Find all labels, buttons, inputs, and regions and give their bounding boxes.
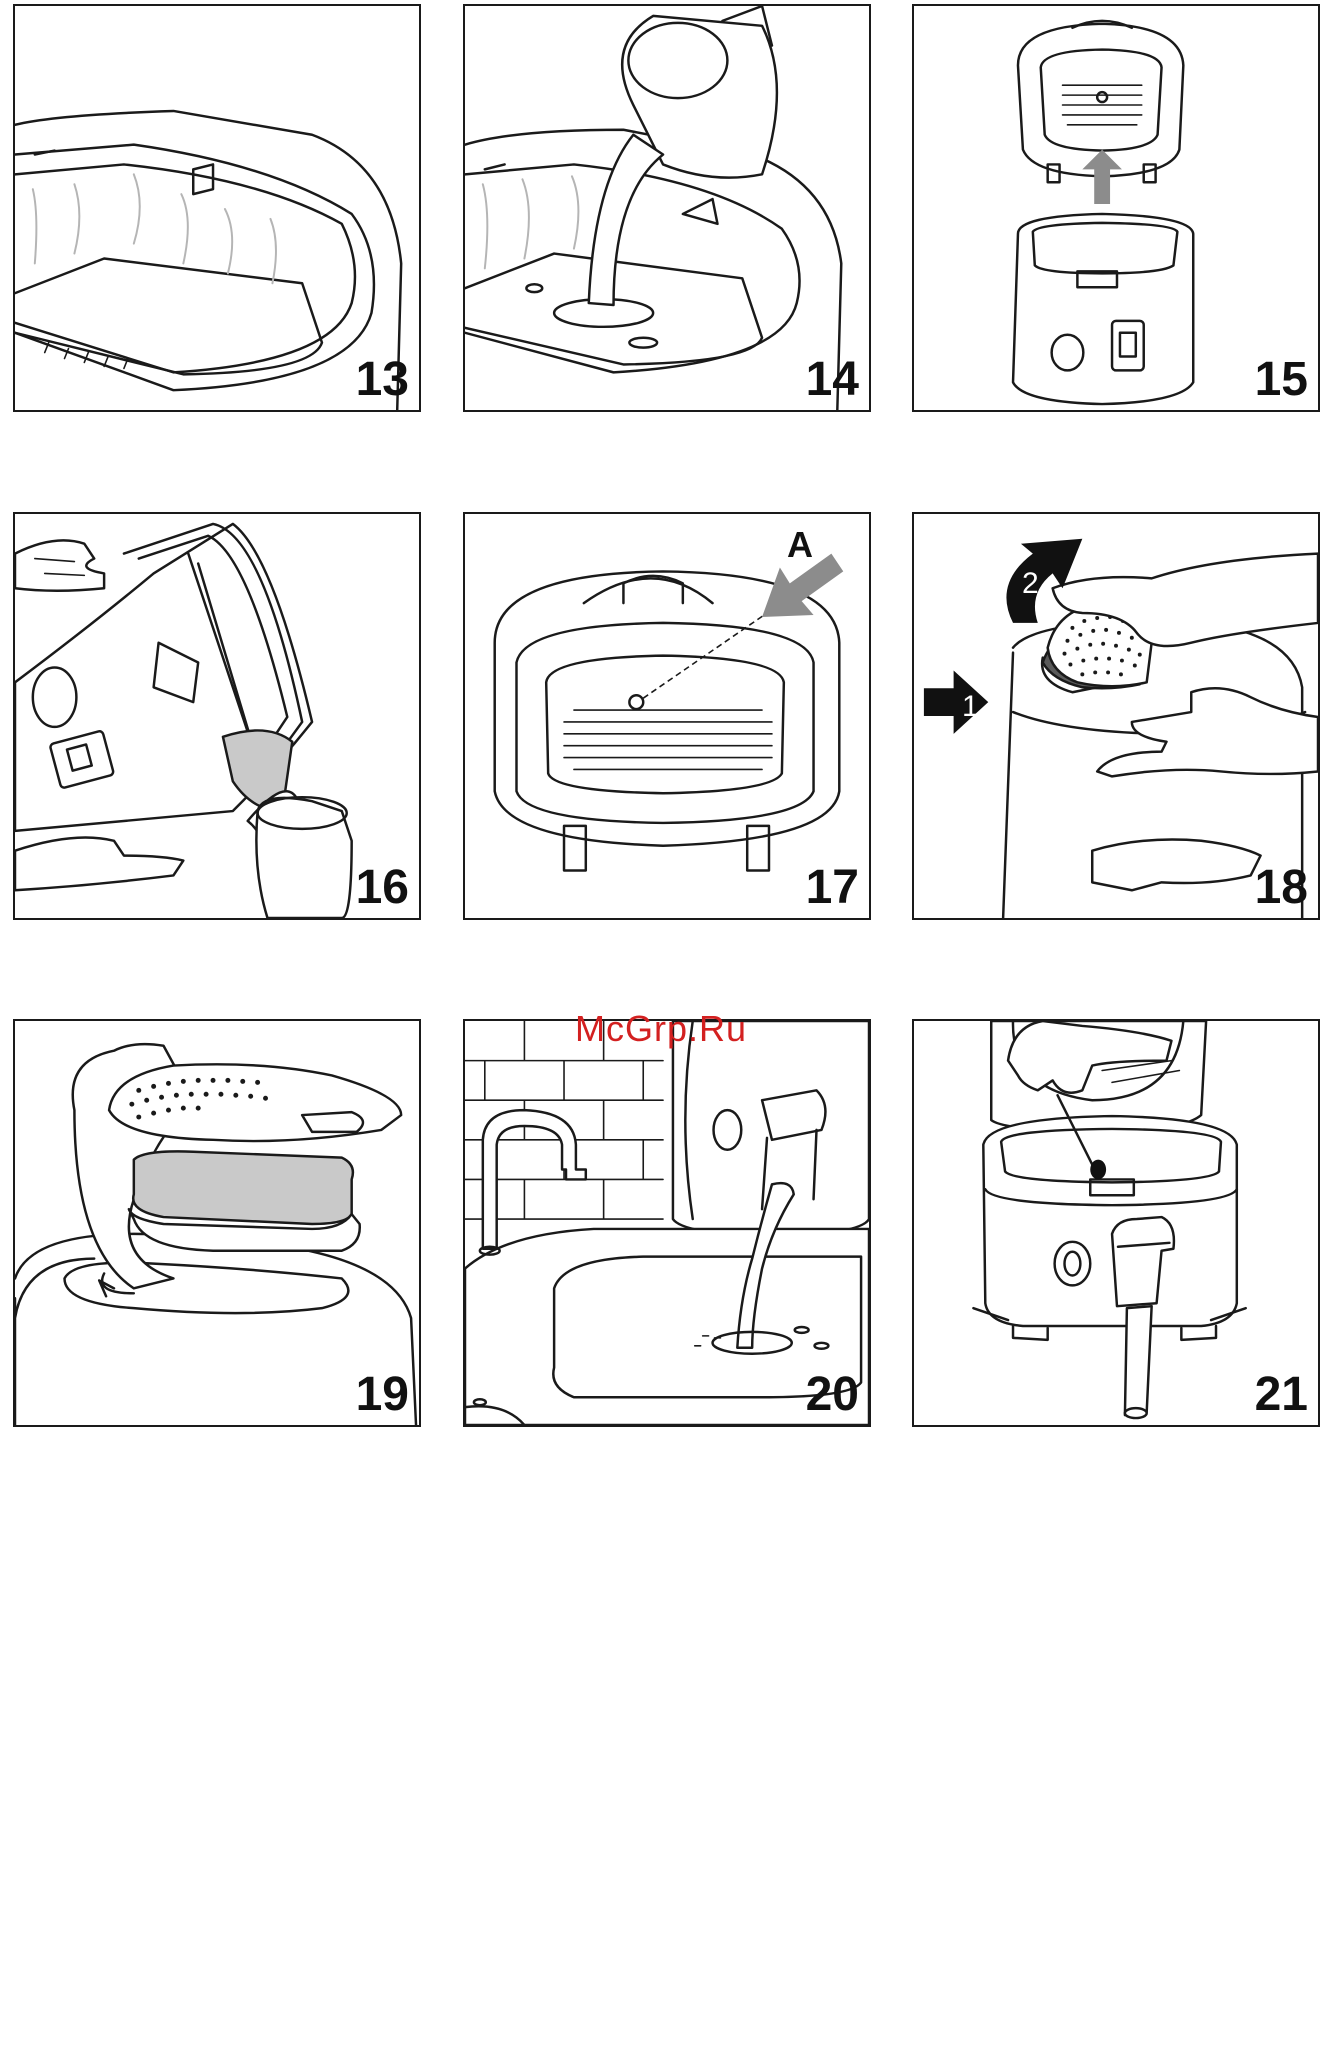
figure-number: 17	[806, 864, 859, 912]
figure-panel-14: 14	[463, 4, 871, 412]
figure-panel-17: A 17	[463, 512, 871, 920]
figure-panel-16: 16	[13, 512, 421, 920]
figure-number: 13	[356, 356, 409, 404]
step-label-2: 2	[1022, 569, 1039, 599]
figure-panel-19: 19	[13, 1019, 421, 1427]
figure-number: 21	[1255, 1371, 1308, 1419]
filter-replacement-illustration	[15, 1021, 419, 1425]
pouring-oil-illustration	[465, 6, 869, 410]
removing-lid-illustration	[914, 6, 1318, 410]
figure-number: 16	[356, 864, 409, 912]
watermark-text: McGrp.Ru	[575, 1008, 747, 1050]
figure-panel-13: 13	[13, 4, 421, 412]
washing-bowl-illustration	[465, 1021, 869, 1425]
figure-number: 19	[356, 1371, 409, 1419]
figure-panel-18: 1 2 18	[912, 512, 1320, 920]
pointer-label: A	[787, 524, 813, 566]
step-label-1: 1	[962, 692, 979, 722]
lid-underside-illustration	[465, 514, 869, 918]
figure-number: 15	[1255, 356, 1308, 404]
cleaning-fryer-illustration	[914, 1021, 1318, 1425]
emptying-oil-illustration	[15, 514, 419, 918]
figure-panel-15: 15	[912, 4, 1320, 412]
figure-number: 20	[806, 1371, 859, 1419]
fryer-bowl-open-illustration	[15, 6, 419, 410]
figure-number: 14	[806, 356, 859, 404]
figure-number: 18	[1255, 864, 1308, 912]
figure-panel-20: 20	[463, 1019, 871, 1427]
figure-panel-21: 21	[912, 1019, 1320, 1427]
